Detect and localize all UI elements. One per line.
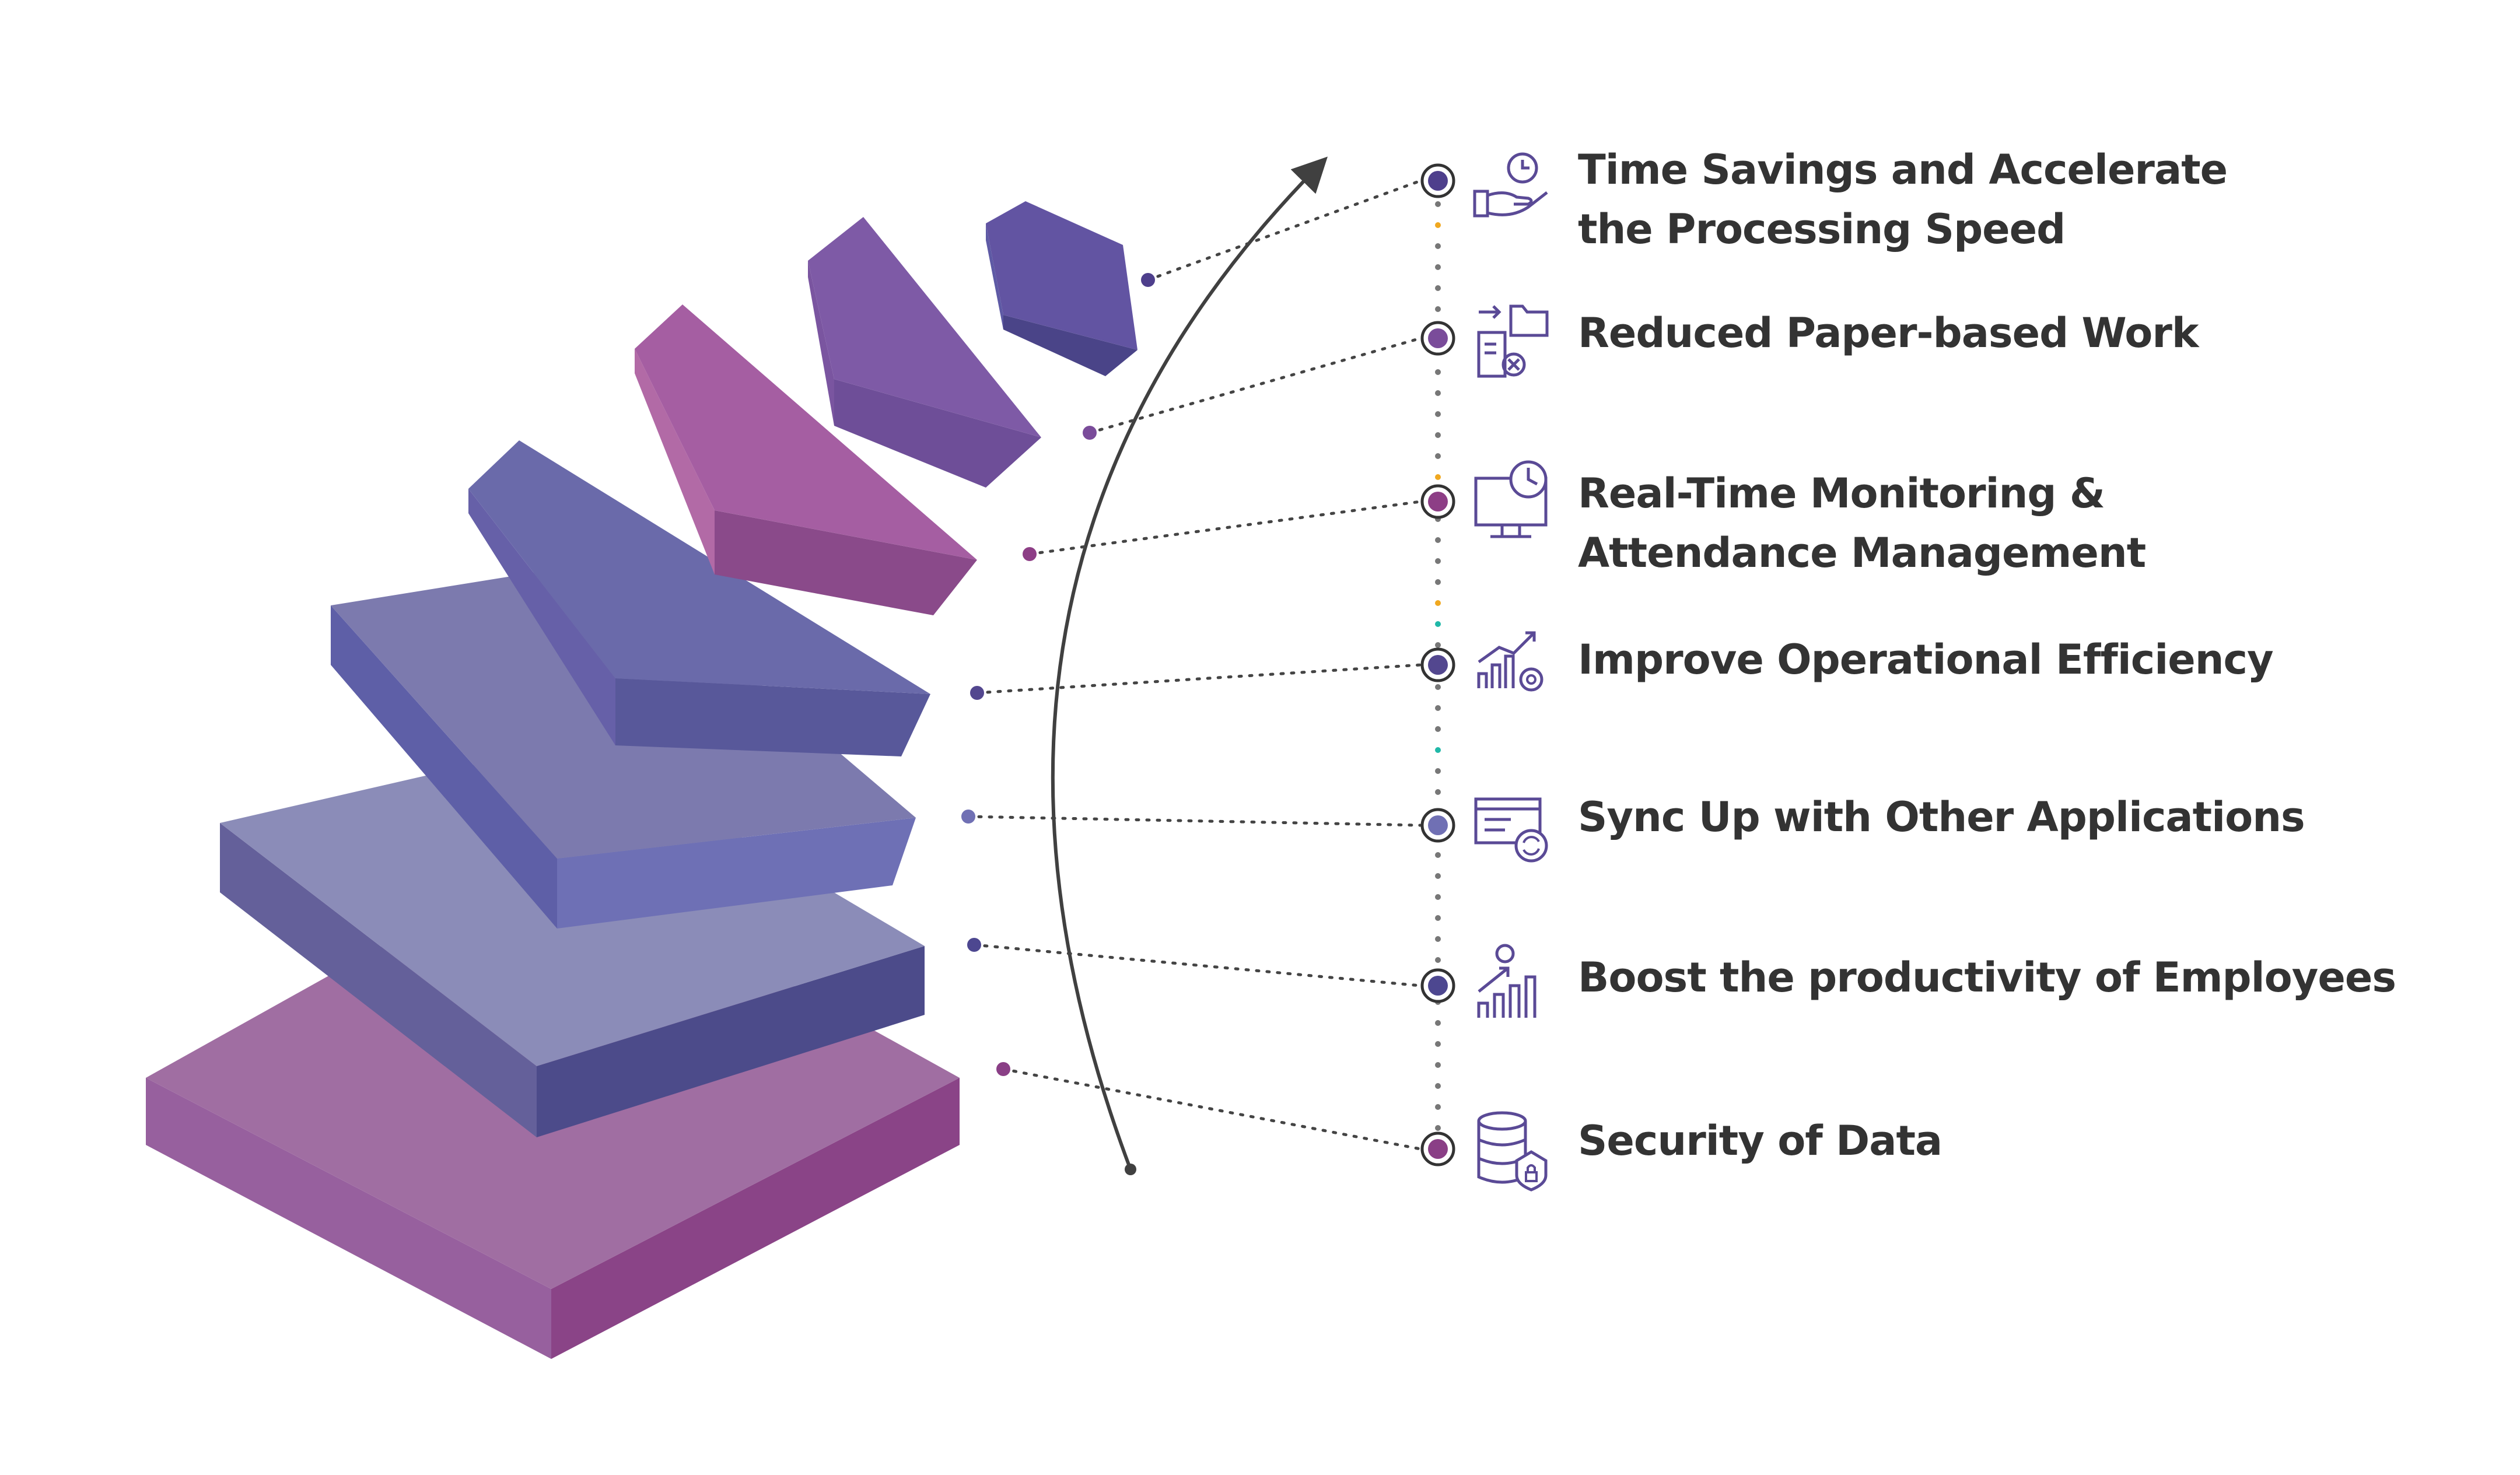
timeline-dot — [1435, 1104, 1441, 1110]
timeline-dot — [1435, 768, 1441, 774]
database-lock-icon — [1477, 1111, 1548, 1192]
timeline-dot — [1435, 642, 1441, 648]
timeline-dot — [1435, 264, 1441, 270]
arrow-start-dot — [1125, 1164, 1136, 1175]
timeline-dot — [1435, 579, 1441, 585]
benefit-label-line-1: Boost the productivity of Employees — [1578, 954, 2396, 1001]
timeline-dot — [1435, 201, 1441, 207]
connector-line — [1088, 337, 1422, 435]
timeline-dot — [1435, 243, 1441, 249]
productivity-chart-icon — [1477, 944, 1536, 1018]
timeline-dot — [1435, 957, 1441, 963]
connector-source-dot — [1083, 426, 1097, 440]
benefit-label-line-1: Sync Up with Other Applications — [1578, 793, 2305, 841]
benefit-label: Real-Time Monitoring & Attendance Managem… — [1578, 464, 2146, 583]
benefit-label-line-1: Reduced Paper-based Work — [1578, 309, 2199, 357]
timeline-dot — [1435, 474, 1441, 480]
timeline-dot — [1435, 873, 1441, 879]
timeline-dot — [1435, 1020, 1441, 1026]
timeline-dot — [1435, 600, 1441, 606]
timeline-dot — [1435, 894, 1441, 900]
timeline-node-dot — [1428, 976, 1448, 996]
benefit-label-line-2: the Processing Speed — [1578, 205, 2066, 253]
connector-source-dot — [970, 686, 984, 700]
monitor-clock-icon — [1474, 460, 1548, 538]
timeline-dot — [1435, 453, 1441, 459]
timeline-dot — [1435, 1062, 1441, 1068]
timeline-dot — [1435, 852, 1441, 858]
connector-line — [1146, 179, 1422, 282]
timeline-dot — [1435, 789, 1441, 795]
slab-5 — [635, 304, 977, 615]
timeline-dot — [1435, 747, 1441, 753]
connector-line — [967, 815, 1422, 827]
benefit-label: Improve Operational Efficiency — [1578, 630, 2274, 689]
connector-line — [1028, 500, 1422, 556]
connector-line — [972, 943, 1422, 987]
timeline-dot — [1435, 1125, 1441, 1131]
benefit-label: Sync Up with Other Applications — [1578, 787, 2305, 847]
benefit-label-line-1: Security of Data — [1578, 1117, 1943, 1165]
timeline-dot — [1435, 369, 1441, 375]
slab-6 — [808, 217, 1041, 488]
benefit-label: Security of Data — [1578, 1111, 1943, 1171]
timeline-node-dot — [1428, 1139, 1448, 1159]
timeline-dot — [1435, 726, 1441, 732]
timeline-dot — [1435, 621, 1441, 627]
benefit-label-line-1: Real-Time Monitoring & — [1578, 470, 2105, 517]
timeline-dot — [1435, 705, 1441, 711]
benefit-label: Time Savings and Accelerate the Processin… — [1578, 140, 2228, 259]
benefit-label: Reduced Paper-based Work — [1578, 303, 2199, 363]
timeline-node-dot — [1428, 171, 1448, 191]
connector-source-dot — [961, 810, 975, 824]
timeline-dot — [1435, 936, 1441, 942]
timeline-node-dot — [1428, 655, 1448, 675]
timeline-dot — [1435, 222, 1441, 228]
benefit-label-line-2: Attendance Management — [1578, 529, 2146, 577]
connector-line — [975, 663, 1422, 695]
timeline-dot — [1435, 285, 1441, 291]
connector-source-dot — [1023, 547, 1037, 561]
growth-chart-gear-icon — [1477, 631, 1544, 692]
browser-sync-icon — [1474, 797, 1548, 863]
timeline-dot — [1435, 306, 1441, 312]
timeline-dot — [1435, 390, 1441, 396]
connector-source-dot — [967, 938, 981, 952]
timeline-dot — [1435, 558, 1441, 564]
connector-source-dot — [996, 1062, 1010, 1076]
connector-source-dot — [1141, 273, 1155, 287]
timeline-dot — [1435, 684, 1441, 690]
timeline-dot — [1435, 1083, 1441, 1089]
hand-clock-icon — [1473, 152, 1548, 218]
slab-7 — [986, 201, 1138, 376]
timeline-dot — [1435, 537, 1441, 543]
connector-line — [1002, 1067, 1422, 1151]
progress-arrow — [1051, 156, 1328, 1171]
document-folder-icon — [1477, 304, 1549, 378]
timeline-node-dot — [1428, 815, 1448, 835]
timeline-node-dot — [1428, 328, 1448, 348]
timeline-dot — [1435, 432, 1441, 438]
timeline-dot — [1435, 411, 1441, 417]
benefit-label-line-1: Improve Operational Efficiency — [1578, 636, 2274, 684]
benefit-label: Boost the productivity of Employees — [1578, 948, 2396, 1007]
slab-4 — [468, 440, 930, 756]
timeline-dot — [1435, 1041, 1441, 1047]
timeline-node-dot — [1428, 492, 1448, 511]
timeline-dot — [1435, 915, 1441, 921]
benefit-label-line-1: Time Savings and Accelerate — [1578, 146, 2228, 194]
